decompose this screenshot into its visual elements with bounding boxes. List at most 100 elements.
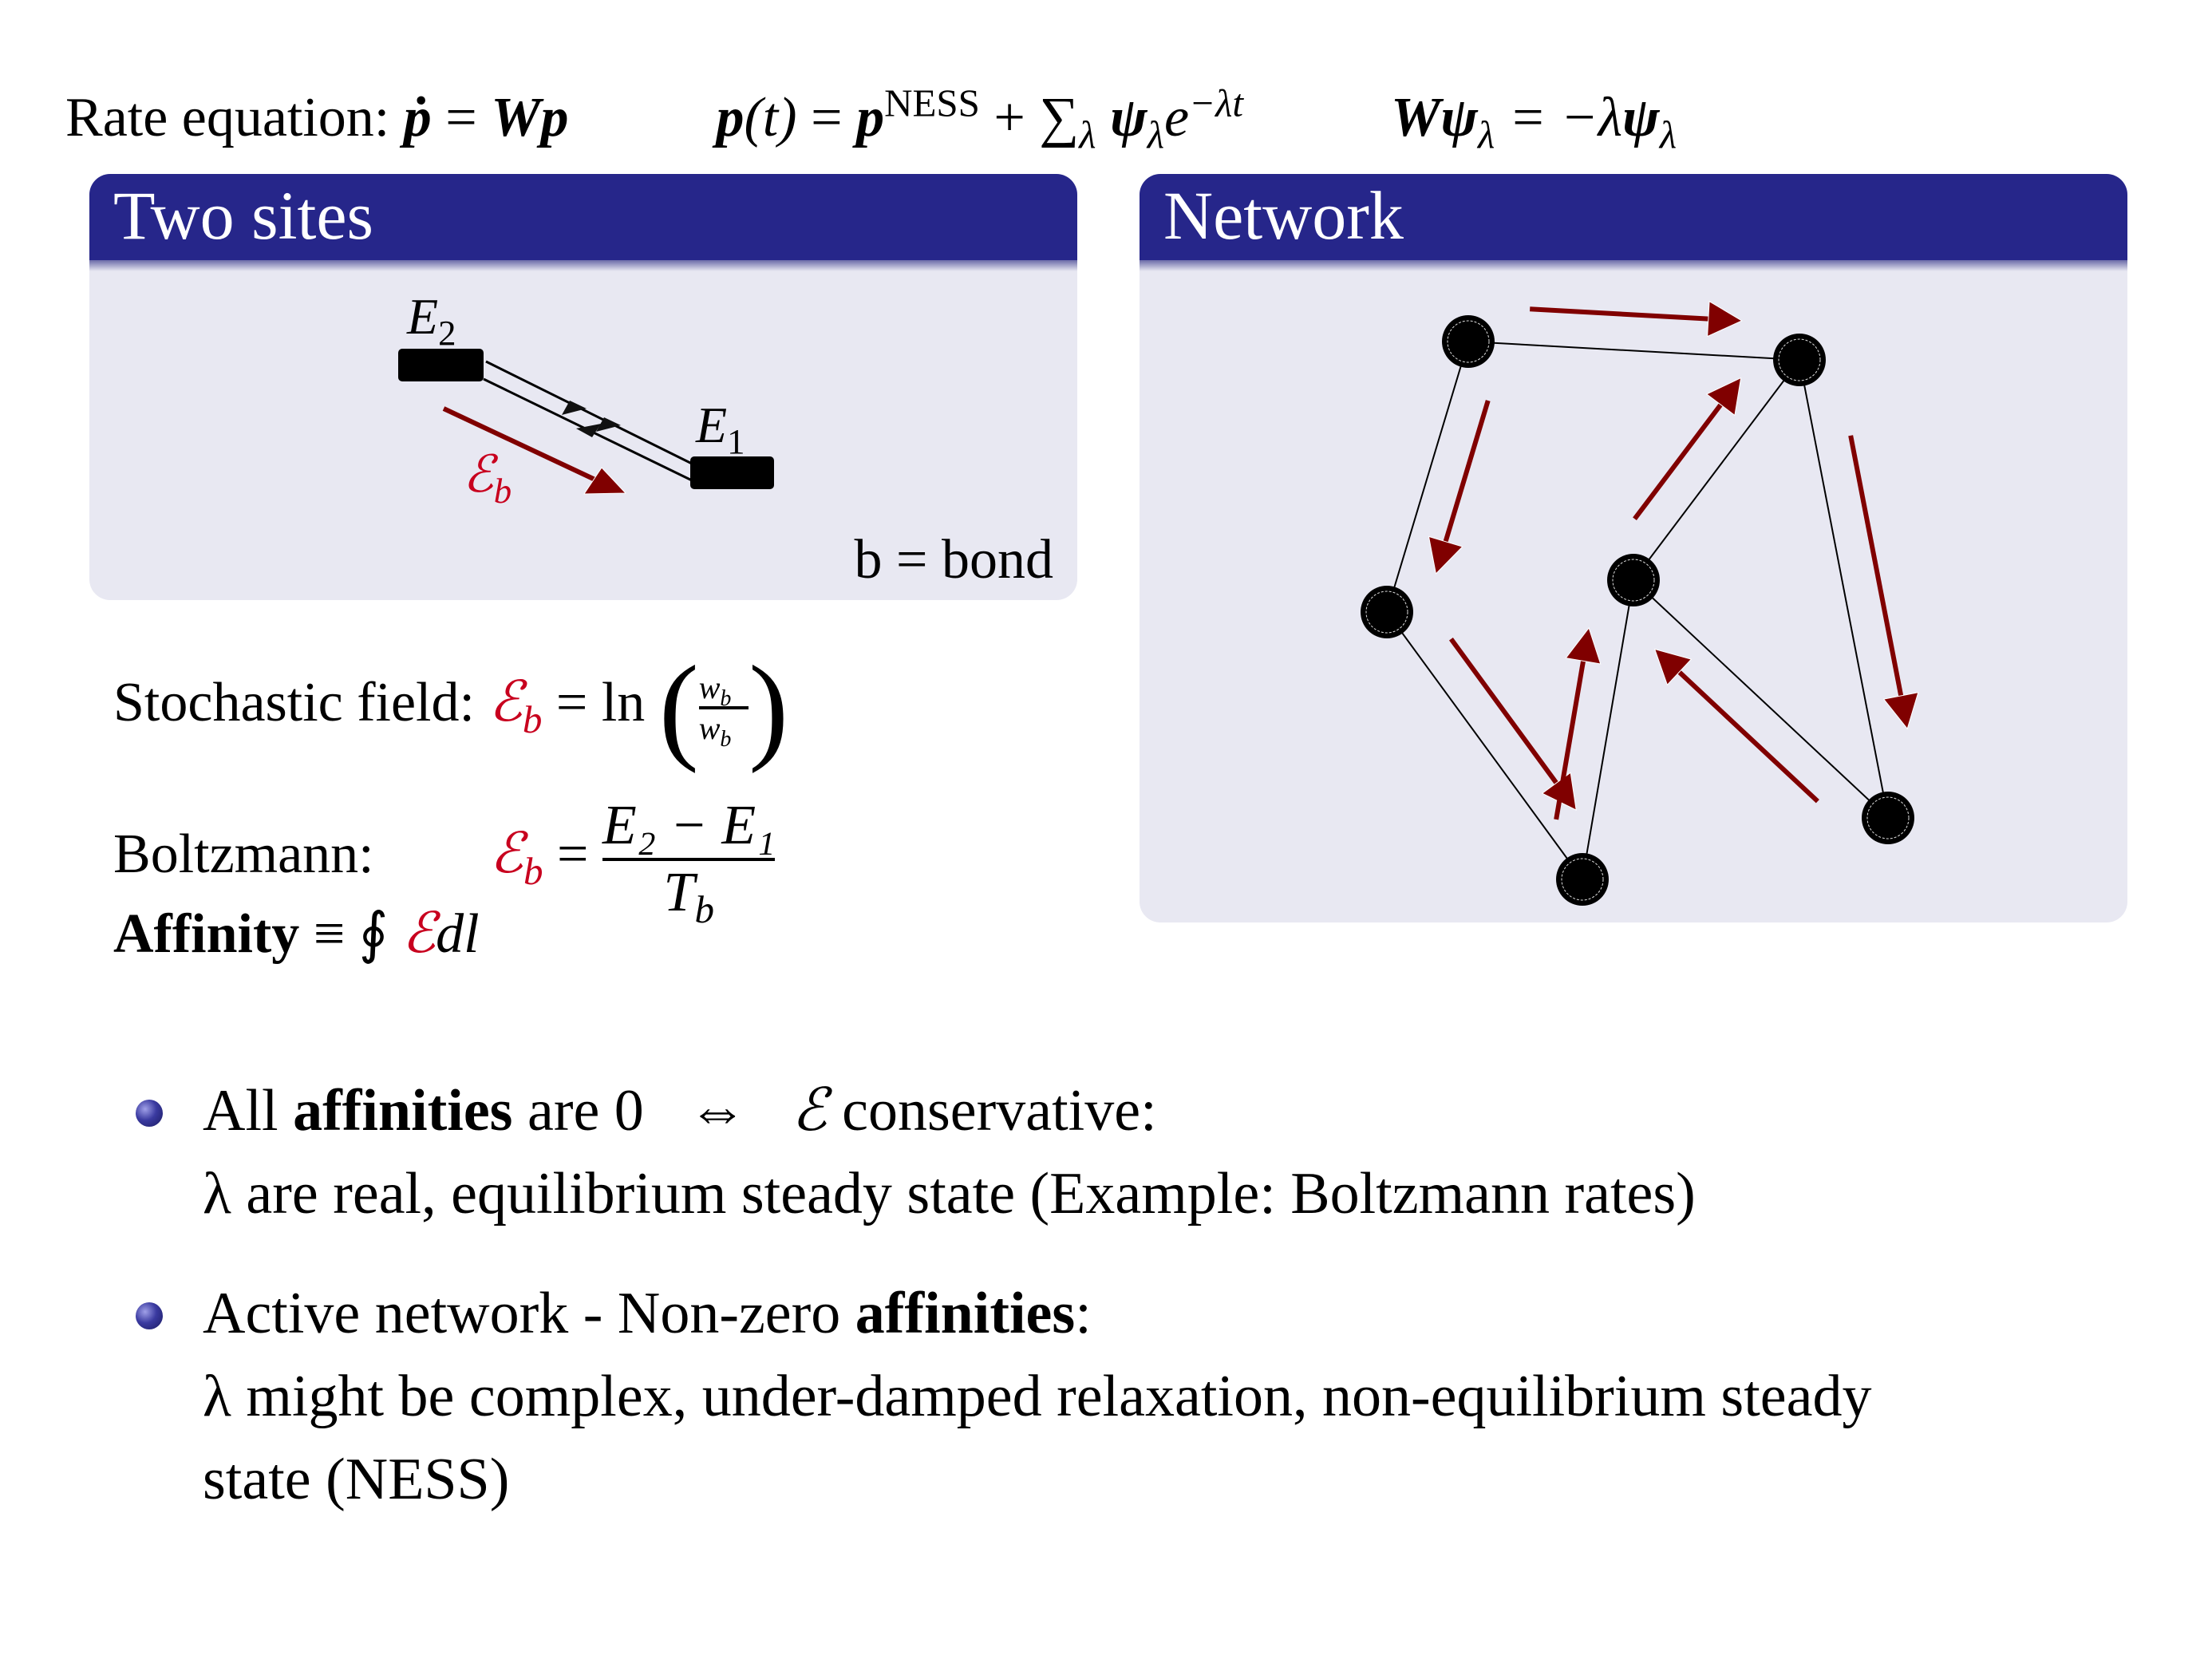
bullet-icon (136, 1100, 163, 1127)
current-arrowhead-F-D (1653, 648, 1693, 686)
psi-subscript: λ (1147, 113, 1165, 156)
network-block: Network (1140, 174, 2127, 922)
network-edge-C-E (1386, 611, 1583, 880)
network-node-E (1556, 853, 1609, 906)
contour-integral: ≡ ∮ (299, 903, 402, 965)
field-symbol: ℰ (488, 672, 523, 734)
sum-symbol: + ∑ (979, 87, 1080, 148)
dl: dl (436, 903, 480, 965)
network-edge-D-B (1633, 359, 1800, 581)
network-node-ring-D (1612, 559, 1655, 602)
two-sites-block: Two sites E2 E1 ℰb b = bond (89, 174, 1077, 600)
network-node-ring-E (1561, 858, 1604, 901)
affinity-label: Affinity (113, 903, 300, 965)
eigen-psi: ψ (1440, 87, 1479, 148)
network-node-A (1442, 315, 1495, 368)
eigen-subscript2: λ (1659, 113, 1677, 156)
energy-level-E2 (398, 349, 484, 381)
bullet-line-1: All affinities are 0 ⇔ ℰ conservative: (203, 1078, 1157, 1144)
network-edge-F-D (1633, 579, 1889, 819)
equals: = (431, 87, 492, 148)
field-arrow-shaft (442, 406, 602, 484)
current-arrow-E-D (1554, 650, 1588, 820)
network-edge-A-C (1386, 341, 1469, 613)
affinity-formula: Affinity ≡ ∮ ℰdl (113, 900, 480, 966)
rate-equation-label: Rate equation: (65, 87, 404, 148)
bullet-line-1: Active network - Non-zero affinities: (203, 1281, 1092, 1346)
eigen-rhs: = −λ (1495, 87, 1623, 148)
field-subscript: b (522, 697, 543, 742)
network-edge-E-D (1582, 579, 1634, 880)
current-arrowhead-A-C (1428, 535, 1463, 575)
bullet-line-2: λ are real, equilibrium steady state (Ex… (203, 1161, 1696, 1226)
network-node-ring-F (1866, 796, 1910, 839)
expansion-lhs: p (716, 87, 745, 148)
network-node-C (1361, 586, 1413, 638)
current-arrowhead-B-F (1882, 692, 1919, 730)
field-arrowhead (583, 467, 627, 495)
forward-arrowhead-2 (596, 417, 621, 432)
energy-level-E1 (690, 456, 774, 489)
exp-e: e (1164, 87, 1190, 148)
current-arrowhead-D-B (1705, 377, 1742, 417)
forward-arrowhead-1 (562, 401, 587, 415)
eigen-psi2: ψ (1622, 87, 1660, 148)
right-paren: ) (749, 642, 789, 774)
boltzmann-label: Boltzmann: (113, 824, 374, 886)
psi-symbol: ψ (1110, 87, 1147, 148)
E2-label: E2 (407, 288, 456, 353)
current-arrow-A-B (1530, 306, 1719, 322)
rate-equation-line: Rate equation: ṗ = Wp p(t) = pNESS + ∑λ … (65, 84, 1677, 154)
left-paren: ( (658, 642, 699, 774)
bullet-line-2: λ might be complex, under-damped relaxat… (203, 1364, 1872, 1429)
two-sites-diagram (398, 349, 774, 495)
ln-operator: = ln (542, 672, 659, 734)
eigen-subscript: λ (1478, 113, 1495, 156)
field-symbol: ℰ (401, 903, 436, 965)
equals: = (796, 87, 857, 148)
stochastic-field-formula: Stochastic field: ℰb = ln (wb⃗wb⃖) (113, 648, 788, 768)
current-arrow-A-C (1440, 400, 1491, 552)
rate-lhs: ṗ (403, 87, 432, 148)
eigen-W: W (1391, 87, 1441, 148)
current-arrow-F-D (1670, 663, 1819, 804)
equals: = (543, 824, 602, 886)
expansion-arg: (t) (744, 87, 797, 148)
rate-rhs: Wp (491, 87, 569, 148)
current-arrow-B-F (1848, 435, 1906, 706)
exp-superscript: −λt (1189, 81, 1243, 125)
expansion-p: p (856, 87, 885, 148)
field-subscript: b (523, 849, 543, 894)
current-arrow-C-E (1449, 637, 1564, 792)
network-node-ring-C (1365, 591, 1408, 634)
network-node-ring-B (1778, 338, 1821, 381)
bullet-active-network: Active network - Non-zero affinities: λ … (136, 1272, 2198, 1521)
network-title: Network (1140, 174, 2127, 271)
two-sites-title: Two sites (89, 174, 1077, 271)
network-node-F (1862, 792, 1914, 844)
network-node-ring-A (1447, 320, 1490, 363)
network-node-D (1607, 554, 1660, 606)
network-edge-B-F (1799, 359, 1889, 819)
network-diagram (1361, 300, 1919, 906)
current-arrow-D-B (1633, 395, 1728, 521)
forward-transition-line (485, 360, 694, 466)
sum-subscript: λ (1079, 113, 1096, 156)
network-edge-A-B (1467, 341, 1800, 361)
bullet-equilibrium: All affinities are 0 ⇔ ℰ conservative: λ… (136, 1069, 2198, 1235)
current-arrowhead-E-D (1565, 626, 1602, 665)
current-arrowhead-A-B (1707, 300, 1743, 338)
stochastic-label: Stochastic field: (113, 672, 489, 734)
field-label: ℰb (463, 446, 512, 511)
field-symbol: ℰ (489, 824, 524, 886)
bullet-icon (136, 1302, 163, 1329)
network-node-B (1773, 334, 1826, 386)
bond-definition: b = bond (854, 529, 1053, 591)
E1-label: E1 (696, 397, 745, 461)
backward-arrowhead (576, 424, 601, 437)
ness-superscript: NESS (884, 81, 980, 125)
bullet-line-3: state (NESS) (203, 1447, 510, 1512)
rate-ratio: wb⃗wb⃖ (698, 670, 749, 752)
